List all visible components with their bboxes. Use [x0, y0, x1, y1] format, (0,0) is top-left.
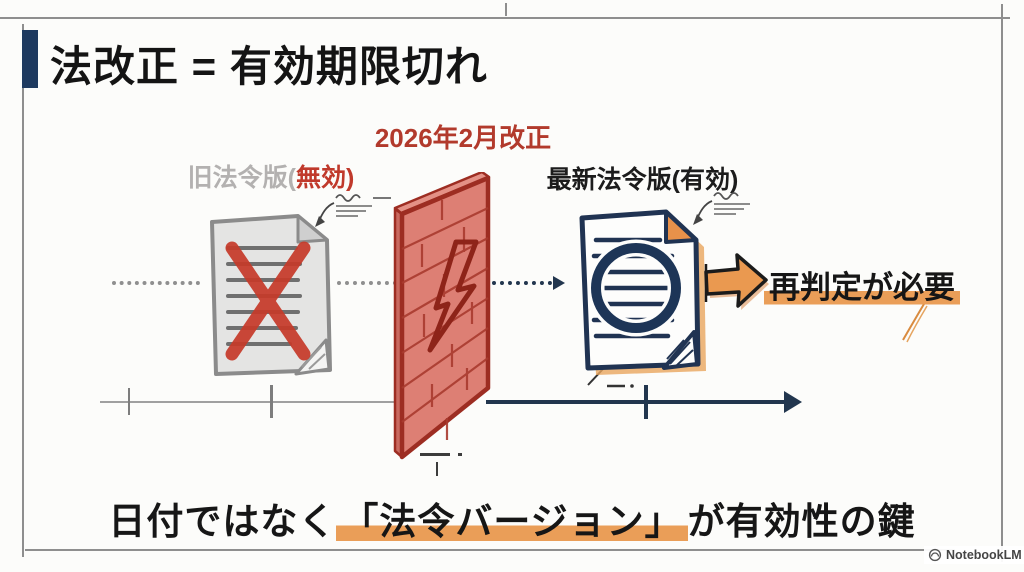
flow-dotted-line-left [112, 281, 200, 285]
footer-prefix: 日付ではなく [108, 501, 337, 542]
timeline-tick-1 [128, 388, 130, 415]
watermark: NotebookLM [924, 546, 1024, 564]
orange-block-arrow-icon [704, 253, 769, 310]
revision-date-label: 2026年2月改正 [374, 123, 552, 153]
sketch-dash-vertical [436, 462, 438, 476]
sketch-dot [458, 453, 462, 456]
timeline-navy-segment [486, 400, 786, 404]
frame-border-left [22, 24, 24, 557]
annotation-scribble-icon [315, 194, 372, 227]
annotation-scribble-icon [693, 192, 750, 225]
frame-tick [505, 3, 507, 16]
notebooklm-logo-icon [928, 548, 942, 562]
new-document-icon [579, 209, 706, 375]
footer-suffix: が有効性の鍵 [687, 501, 916, 542]
footer-highlight: 「法令バージョン」 [336, 501, 688, 542]
frame-border-top [0, 17, 1010, 19]
lightning-icon [427, 239, 479, 353]
old-version-label: 旧法令版(無効) [175, 158, 367, 194]
old-version-status: 無効 [295, 164, 346, 192]
sketch-dash-left [373, 197, 391, 199]
seal-icon [591, 243, 681, 333]
footer-message: 日付ではなく「法令バージョン」が有効性の鍵 [0, 491, 1024, 545]
result-label-text: 再判定が必要 [764, 270, 960, 305]
old-version-prefix: 旧法令版( [187, 164, 296, 192]
result-label: 再判定が必要 [764, 262, 960, 307]
frame-border-bottom [25, 549, 955, 551]
page-title: 法改正 = 有効期限切れ [50, 43, 488, 90]
timeline-arrowhead [784, 391, 802, 413]
sketch-dash [420, 453, 450, 456]
old-version-suffix: ) [346, 164, 355, 192]
timeline-grey-segment [100, 401, 402, 403]
orange-pen-scribble-icon [902, 303, 928, 343]
new-version-label: 最新法令版(有効) [546, 166, 739, 194]
timeline-tick-2 [270, 385, 273, 418]
title-accent-bar [22, 30, 38, 88]
flow-dotted-line-right [492, 281, 552, 285]
red-x-icon [225, 241, 311, 361]
brick-wall-icon [393, 172, 491, 460]
flow-dotted-line-mid [337, 281, 397, 285]
flow-dotted-arrowhead [553, 276, 565, 290]
timeline-tick-3 [644, 385, 648, 419]
frame-border-right [1001, 4, 1003, 562]
watermark-text: NotebookLM [946, 548, 1022, 562]
old-document-icon [210, 214, 332, 376]
